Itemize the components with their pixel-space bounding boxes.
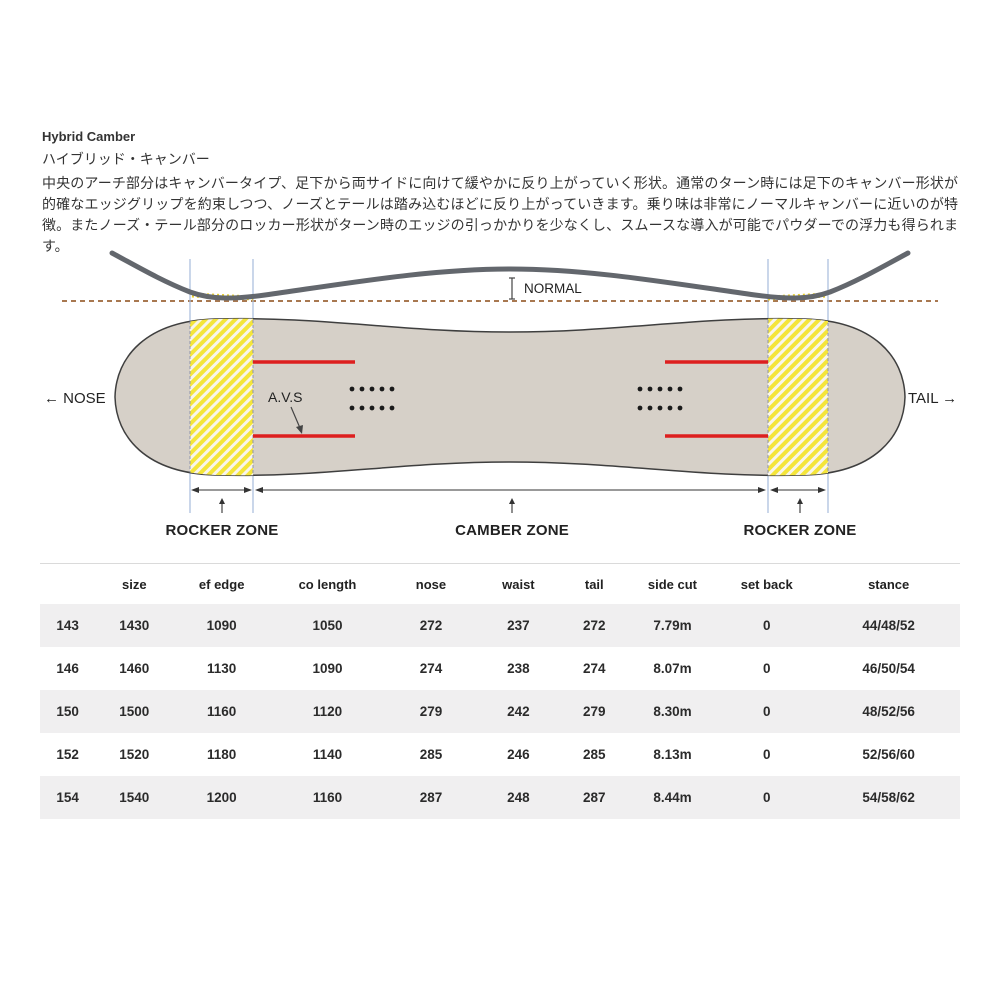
rocker-zone-right-label: ROCKER ZONE: [743, 522, 856, 539]
profile-contact-hatch: [191, 292, 828, 301]
spec-cell: 52/56/60: [862, 747, 915, 762]
spec-cell: 1050: [312, 618, 343, 633]
spec-cell: 1120: [312, 704, 343, 719]
spec-cell: 143: [56, 618, 79, 633]
spec-cell: 8.13m: [653, 747, 692, 762]
avs-arrow: [290, 406, 303, 434]
spec-cell: 274: [583, 661, 606, 676]
spec-cell: 8.07m: [653, 661, 692, 676]
spec-cell: 248: [507, 790, 530, 805]
spec-col-header: side cut: [647, 576, 698, 592]
spec-cell: 1090: [312, 661, 343, 676]
spec-cell: 1200: [206, 790, 237, 805]
insert-dots: [349, 386, 683, 411]
zone-dimension-arrows: [191, 487, 826, 493]
shape-description: 中央のアーチ部分はキャンバータイプ、足下から両サイドに向けて緩やかに反り上がって…: [42, 174, 958, 255]
normal-dimension: [509, 277, 515, 300]
spec-cell: 285: [583, 747, 606, 762]
spec-cell: 237: [507, 618, 530, 633]
spec-col-header: nose: [415, 576, 447, 592]
avs-red-lines: [253, 360, 768, 438]
spec-cell: 272: [419, 618, 443, 633]
spec-cell: 150: [56, 704, 79, 719]
spec-cell: 154: [56, 790, 79, 805]
spec-cell: 242: [507, 704, 530, 719]
normal-label: NORMAL: [524, 281, 582, 296]
shape-title-en: Hybrid Camber: [42, 129, 136, 144]
spec-col-header: co length: [298, 576, 357, 592]
spec-cell: 0: [762, 661, 771, 676]
spec-cell: 146: [56, 661, 79, 676]
spec-table: size ef edge co length nose waist tail side cu…: [40, 563, 960, 819]
spec-cell: 1130: [207, 661, 237, 676]
zone-pointer-arrows: [219, 498, 803, 513]
spec-cell: 44/48/52: [862, 618, 915, 633]
spec-col-header: size: [121, 576, 147, 592]
spec-cell: 1090: [206, 618, 237, 633]
spec-row: 150 1500 1160 1120 279 242 279 8.30m 0 48/52/56: [40, 690, 960, 733]
spec-cell: 1160: [207, 704, 237, 719]
spec-cell: 54/58/62: [862, 790, 915, 805]
rocker-hatch-left: [189, 318, 254, 476]
spec-row: 146 1460 1130 1090 274 238 274 8.07m 0 46/50/54: [40, 647, 960, 690]
spec-col-header: set back: [740, 576, 793, 592]
spec-col-header: ef edge: [198, 576, 245, 592]
camber-profile-curve: [109, 250, 911, 301]
spec-cell: 1520: [119, 747, 150, 762]
rocker-hatch-right: [767, 318, 829, 476]
spec-cell: 1540: [119, 790, 150, 805]
tail-label: TAIL →: [908, 390, 957, 407]
spec-cell: 0: [762, 618, 771, 633]
spec-cell: 48/52/56: [862, 704, 915, 719]
spec-cell: 1140: [312, 747, 343, 762]
spec-cell: 1430: [119, 618, 150, 633]
spec-cell: 8.30m: [653, 704, 692, 719]
camber-diagram: NORMAL A.V.S ← NOSE TAI: [44, 250, 957, 539]
spec-cell: 1460: [119, 661, 150, 676]
spec-cell: 279: [419, 704, 443, 719]
spec-cell: 152: [56, 747, 79, 762]
spec-cell: 272: [583, 618, 606, 633]
camber-zone-label: CAMBER ZONE: [455, 522, 569, 539]
spec-cell: 7.79m: [653, 618, 692, 633]
spec-cell: 246: [507, 747, 530, 762]
spec-col-header: stance: [868, 576, 910, 592]
rocker-zone-left-label: ROCKER ZONE: [165, 522, 278, 539]
spec-cell: 287: [419, 790, 443, 805]
nose-label: ← NOSE: [44, 390, 106, 407]
spec-cell: 0: [762, 704, 771, 719]
shape-title-ja: ハイブリッド・キャンバー: [42, 151, 210, 168]
spec-col-header: tail: [584, 576, 604, 592]
spec-table-header-row: size ef edge co length nose waist tail side cu…: [40, 564, 960, 605]
spec-cell: 0: [762, 790, 771, 805]
spec-cell: 274: [419, 661, 443, 676]
spec-cell: 285: [419, 747, 443, 762]
spec-cell: 0: [762, 747, 771, 762]
spec-cell: 8.44m: [653, 790, 692, 805]
spec-cell: 238: [507, 661, 530, 676]
spec-col-header: waist: [502, 576, 535, 592]
spec-cell: 1500: [119, 704, 150, 719]
spec-col-header: [40, 564, 95, 605]
spec-row: 143 1430 1090 1050 272 237 272 7.79m 0 44/48/52: [40, 604, 960, 647]
spec-row: 152 1520 1180 1140 285 246 285 8.13m 0 52/56/60: [40, 733, 960, 776]
intro-block: Hybrid Camber ハイブリッド・キャンバー 中央のアーチ部分はキャンバ…: [42, 128, 958, 258]
avs-label: A.V.S: [268, 389, 303, 405]
spec-cell: 1160: [312, 790, 343, 805]
spec-cell: 287: [583, 790, 606, 805]
spec-cell: 279: [583, 704, 606, 719]
spec-cell: 46/50/54: [862, 661, 915, 676]
spec-row: 154 1540 1200 1160 287 248 287 8.44m 0 54/58/62: [40, 776, 960, 819]
spec-cell: 1180: [207, 747, 237, 762]
